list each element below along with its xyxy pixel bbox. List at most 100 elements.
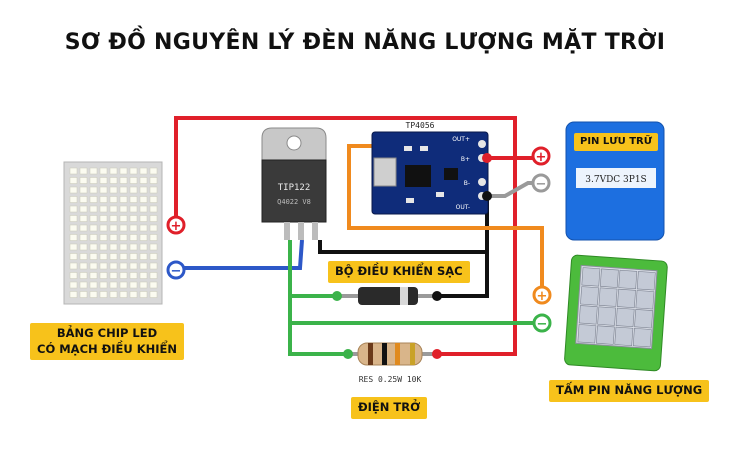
- led-chip: [119, 291, 128, 298]
- led-chip: [109, 186, 118, 194]
- wire-black-1: [318, 196, 489, 254]
- led-chip: [139, 177, 148, 184]
- led-chip: [99, 272, 108, 279]
- terminal-led-minus: −: [166, 260, 186, 280]
- svg-text:+: +: [171, 219, 182, 234]
- led-chip: [139, 234, 148, 241]
- led-chip: [99, 196, 108, 203]
- led-chip: [139, 215, 148, 222]
- solar-cell: [617, 288, 636, 309]
- led-chip: [99, 253, 108, 260]
- wire-green-resistor: [288, 323, 345, 356]
- led-chip: [109, 215, 118, 222]
- led-chip: [139, 262, 148, 270]
- solar-cell: [615, 307, 635, 328]
- wire-red-resistor: [437, 160, 517, 356]
- led-chip: [69, 243, 78, 251]
- led-chip: [129, 196, 138, 203]
- led-chip: [99, 167, 108, 175]
- led-chip: [139, 281, 148, 289]
- led-chip: [149, 262, 158, 270]
- led-chip: [119, 186, 128, 194]
- led-chip: [89, 196, 98, 203]
- led-chip: [119, 281, 128, 289]
- led-chip: [79, 167, 88, 175]
- led-chip: [99, 205, 108, 213]
- led-chip: [79, 234, 88, 241]
- led-chip: [119, 196, 128, 203]
- led-chip: [109, 196, 118, 203]
- led-chip: [79, 177, 88, 184]
- led-chip: [109, 272, 118, 279]
- terminal-panel-minus: −: [532, 313, 552, 333]
- led-chip: [109, 281, 118, 289]
- led-chip: [99, 281, 108, 289]
- led-chip: [149, 215, 158, 222]
- terminal-battery-minus: −: [531, 173, 551, 193]
- led-chip: [119, 224, 128, 232]
- led-chip: [149, 253, 158, 260]
- led-chip: [89, 234, 98, 241]
- out-plus-label: OUT+: [452, 136, 470, 143]
- led-chip: [139, 186, 148, 194]
- terminal-panel-plus: +: [532, 285, 552, 305]
- solar-cell: [598, 287, 618, 307]
- svg-text:−: −: [536, 177, 547, 192]
- tp4056-label: TP4056: [406, 121, 435, 130]
- led-chip: [99, 234, 108, 241]
- svg-text:+: +: [537, 289, 548, 304]
- led-chip: [69, 196, 78, 203]
- led-chip: [79, 196, 88, 203]
- led-chip: [129, 253, 138, 260]
- resistor: RES 0.25W 10K: [345, 342, 437, 384]
- led-chip: [99, 243, 108, 251]
- led-chip: [89, 262, 98, 270]
- led-chip: [99, 177, 108, 184]
- led-chip: [89, 243, 98, 251]
- solar-cell: [618, 269, 638, 290]
- led-chip: [129, 234, 138, 241]
- led-chip: [119, 262, 128, 270]
- label-battery: PIN LƯU TRỮ: [574, 133, 659, 151]
- led-chip: [69, 253, 78, 260]
- led-chip: [89, 281, 98, 289]
- junction-dot: [332, 291, 342, 301]
- solar-cell: [577, 324, 597, 344]
- led-chip: [69, 281, 78, 289]
- svg-text:+: +: [536, 150, 547, 165]
- solar-cell: [580, 286, 599, 306]
- led-chip: [139, 205, 148, 213]
- led-chip: [129, 186, 138, 194]
- solar-cell: [636, 271, 656, 291]
- led-chip: [79, 291, 88, 298]
- led-chip: [109, 243, 118, 251]
- label-resistor: ĐIỆN TRỞ: [351, 397, 428, 419]
- tip122-label: TIP122: [278, 183, 311, 193]
- tp4056-module: TP4056 OUT+ B+ B- OUT-: [371, 121, 489, 215]
- led-chip: [109, 291, 118, 298]
- label-led-line2: CÓ MẠCH ĐIỀU KHIỂN: [37, 341, 178, 356]
- led-chip: [109, 205, 118, 213]
- led-chip: [69, 291, 78, 298]
- led-chip: [129, 262, 138, 270]
- led-chip: [99, 215, 108, 222]
- tip122-marking: Q4022 V8: [277, 198, 311, 206]
- led-chip: [149, 224, 158, 232]
- terminal-led-plus: +: [166, 215, 186, 235]
- led-chip: [149, 281, 158, 289]
- led-chip: [79, 253, 88, 260]
- led-chip: [119, 272, 128, 279]
- led-chip: [119, 177, 128, 184]
- led-chip: [149, 167, 158, 175]
- led-chip: [129, 167, 138, 175]
- led-chip: [119, 243, 128, 251]
- junction-dot: [432, 291, 442, 301]
- led-chip: [149, 243, 158, 251]
- led-chip: [139, 243, 148, 251]
- label-solar-panel: TẤM PIN NĂNG LƯỢNG: [549, 380, 710, 402]
- junction-dot: [343, 349, 353, 359]
- led-chip: [139, 272, 148, 279]
- battery-spec: 3.7VDC 3P1S: [585, 175, 646, 185]
- led-chip: [69, 167, 78, 175]
- led-chip: [139, 291, 148, 298]
